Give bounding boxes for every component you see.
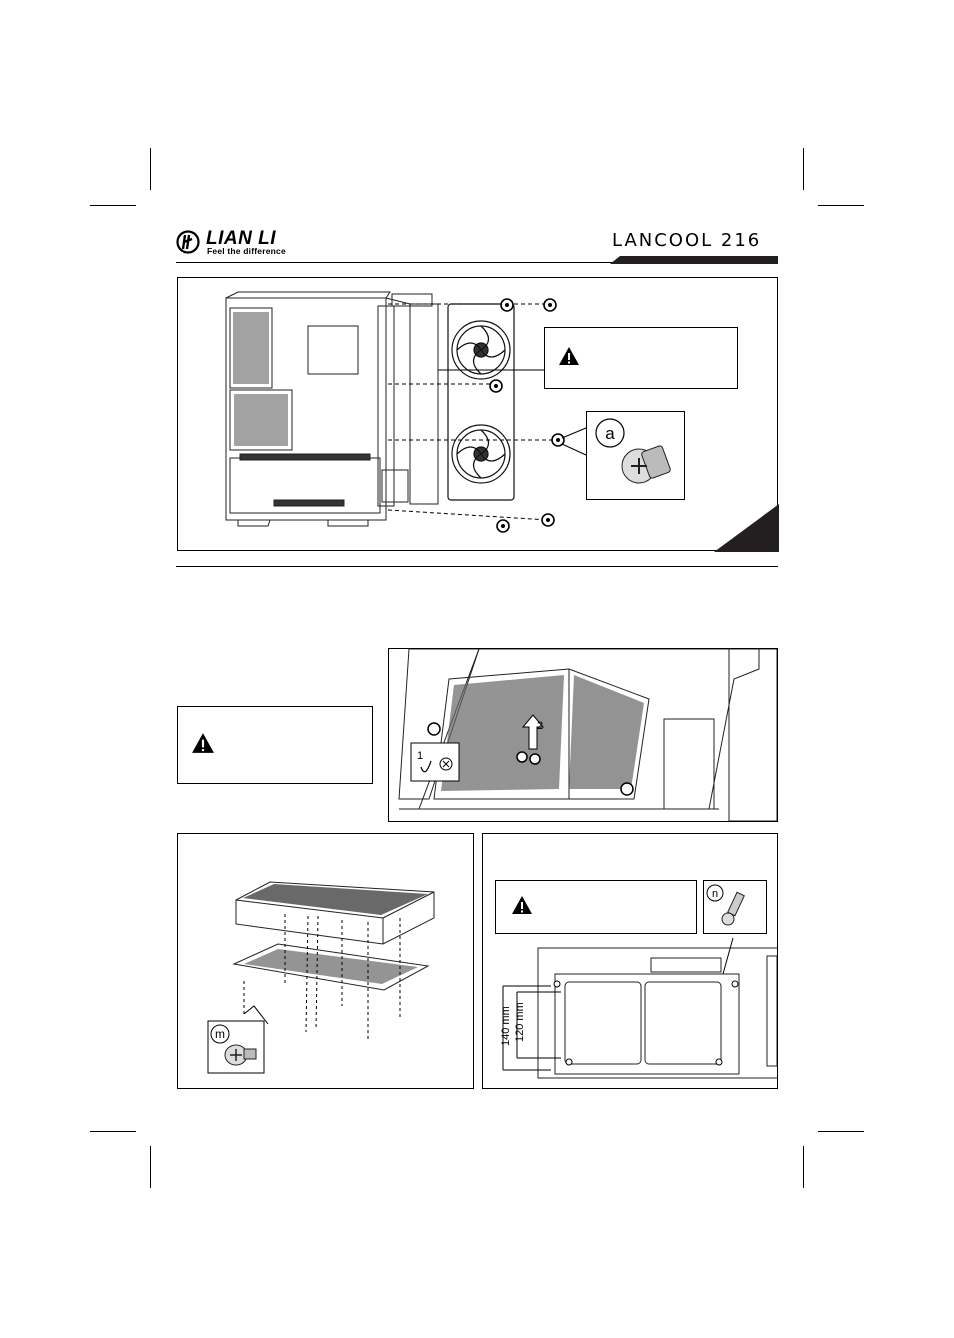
crop-mark (90, 1131, 136, 1132)
thumbscrew-icon: a (595, 418, 671, 484)
part-callout-a: a (586, 411, 685, 500)
section-divider (176, 566, 778, 567)
crop-mark (803, 1146, 804, 1188)
fan-mount-diagram: 140 mm 120 mm (500, 937, 777, 1079)
warning-triangle-icon (559, 347, 579, 365)
figure-panel-top: a (177, 277, 779, 552)
header-rule (176, 262, 778, 263)
figure-panel-bottom-right: n 140 mm 120 mm (482, 833, 778, 1089)
crop-mark (818, 205, 864, 206)
bottom-filter-illustration: 2 1 (398, 648, 778, 822)
step-1-label: 1 (417, 750, 423, 762)
warning-triangle-icon (192, 733, 214, 753)
long-screw-icon: n (706, 884, 745, 926)
figure-panel-middle: 2 1 (388, 648, 778, 822)
warning-callout (544, 327, 738, 389)
lian-li-logo-icon (176, 230, 200, 254)
warning-triangle-icon (512, 896, 532, 914)
crop-mark (90, 205, 136, 206)
model-name: LANCOOL 216 (612, 230, 762, 251)
part-label-m: m (215, 1027, 225, 1041)
warning-callout-bottom (495, 880, 697, 934)
dimension-140mm: 140 mm (500, 1006, 512, 1046)
part-callout-n: n (703, 880, 767, 934)
warning-callout-middle (177, 706, 373, 784)
case-front-fan-illustration (225, 291, 779, 552)
brand-name: LIAN LI (206, 228, 276, 249)
part-label-a: a (605, 424, 615, 443)
crop-mark (150, 1146, 151, 1188)
flat-head-screw-icon: m (210, 1024, 257, 1066)
crop-mark (150, 148, 151, 190)
dimension-120mm: 120 mm (514, 1002, 526, 1042)
part-label-n: n (712, 888, 718, 900)
brand-logo: LIAN LI Feel the difference (176, 228, 316, 258)
header-accent-wedge (610, 256, 778, 264)
step-2-label: 2 (537, 720, 543, 732)
crop-mark (803, 148, 804, 190)
brand-tagline: Feel the difference (207, 246, 286, 256)
crop-mark (818, 1131, 864, 1132)
part-callout-m: m (208, 1021, 264, 1073)
figure-panel-bottom-left: m (177, 833, 474, 1089)
